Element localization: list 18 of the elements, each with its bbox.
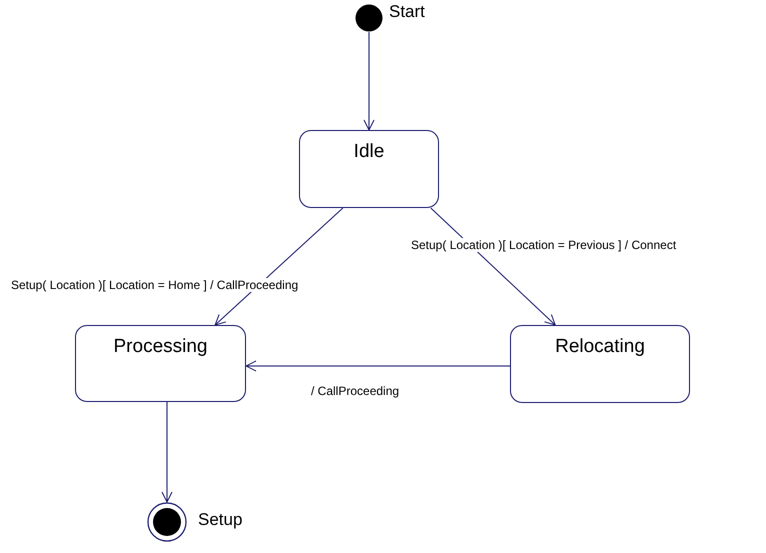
state-label: Setup [198, 510, 242, 530]
final-state-symbol [147, 502, 187, 542]
state-name: Relocating [554, 336, 646, 358]
state-box [75, 325, 246, 402]
transition-arrow [430, 208, 556, 326]
transition-arrow [162, 402, 172, 502]
transition-arrow [364, 32, 374, 130]
state-box [299, 130, 439, 208]
state-name: Idle [352, 141, 386, 163]
initial-state-dot [355, 4, 383, 32]
transition-label: Setup( Location )[ Location = Previous ] / Connect [410, 238, 678, 252]
state-box [510, 325, 690, 403]
transition-label: Setup( Location )[ Location = Home ] / CallProceeding [10, 278, 300, 292]
transition-label: / CallProceeding [310, 384, 400, 398]
state-name: Processing [112, 336, 208, 358]
transition-arrow [214, 208, 344, 326]
state-label: Start [389, 2, 425, 22]
transition-arrow [246, 360, 510, 372]
